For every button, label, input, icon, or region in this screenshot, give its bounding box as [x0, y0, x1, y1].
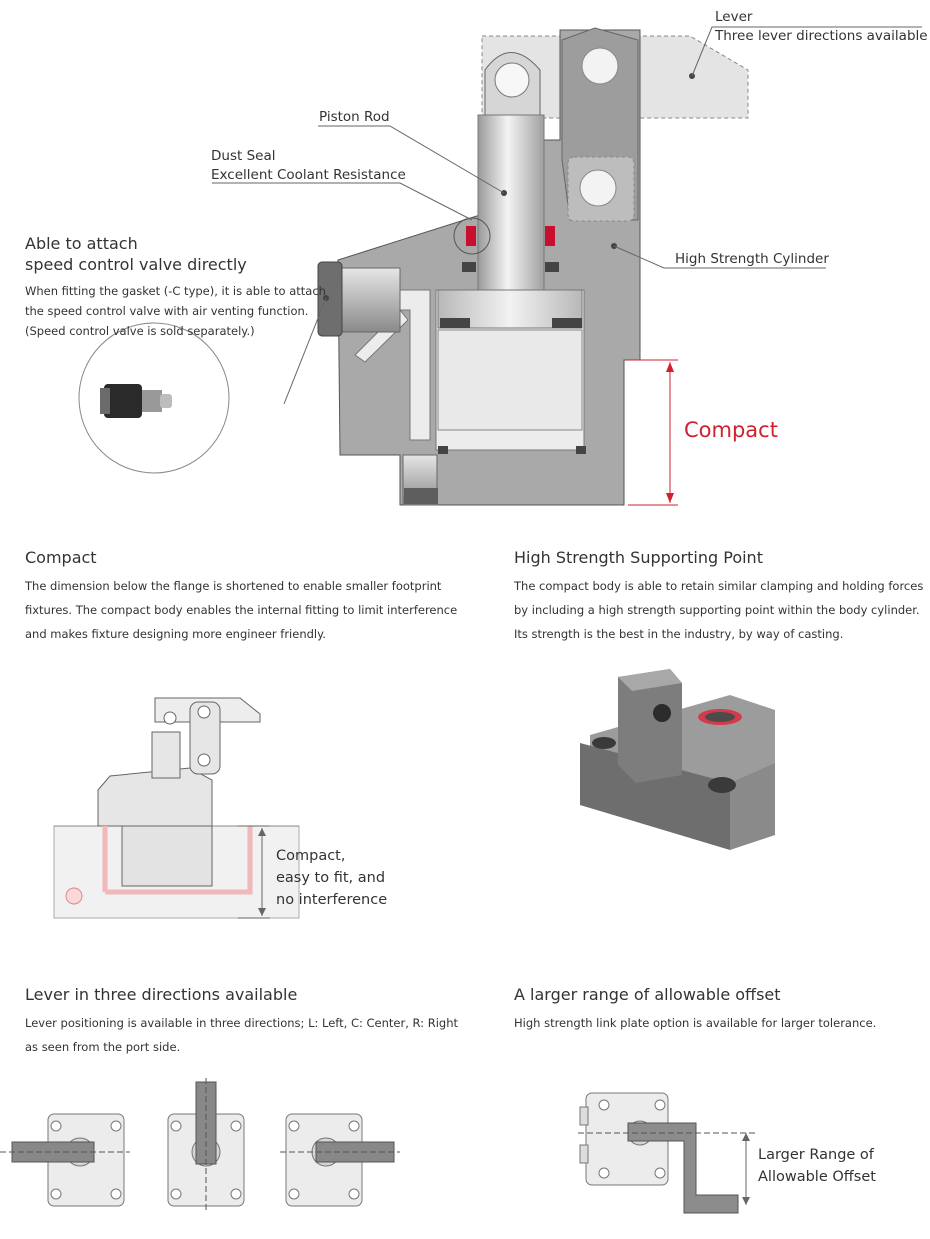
support-body-side — [730, 763, 775, 850]
valve-desc-2: the speed control valve with air venting… — [25, 304, 309, 318]
offset-bolt-1 — [598, 1099, 610, 1111]
compact-heading: Compact — [25, 548, 97, 567]
compact-label: Compact — [684, 418, 778, 442]
compact-diagram-label-3: no interference — [276, 892, 388, 908]
valve-fitting — [142, 390, 162, 412]
compact-diagram-label-1: Compact, — [276, 848, 346, 864]
offset-tab-bot — [579, 1144, 589, 1164]
piston-rod — [477, 114, 545, 306]
support-block-hole — [653, 704, 671, 722]
offset-label-1: Larger Range of — [758, 1147, 874, 1163]
rod-seal-left — [462, 262, 476, 272]
compact-fixture-diagram — [53, 697, 300, 919]
offset-dim-arrow-up — [742, 1133, 750, 1141]
compact-diagram-label-2: easy to fit, and — [276, 870, 386, 886]
support-line-1: The compact body is able to retain simil… — [514, 579, 924, 593]
offset-bolt-2 — [654, 1099, 666, 1111]
pink-passage — [105, 826, 253, 895]
mini-pin-2 — [197, 705, 211, 719]
valve-desc-1: When fitting the gasket (-C type), it is… — [25, 284, 326, 298]
support-hole-right — [708, 777, 736, 793]
offset-bolt-3 — [598, 1167, 610, 1179]
valve-body — [104, 384, 142, 418]
lever-right-view — [280, 1113, 400, 1207]
offset-link-plate — [627, 1122, 739, 1214]
lever-label: Lever — [715, 9, 753, 25]
support-heading: High Strength Supporting Point — [514, 548, 763, 567]
lever-sub-label: Three lever directions available — [715, 28, 928, 44]
lever-pin-lower — [579, 169, 617, 207]
dim-arrow-up — [666, 362, 674, 372]
body-below-flange — [121, 825, 213, 887]
high-strength-cylinder-label: High Strength Cylinder — [675, 251, 829, 267]
piston-lower — [437, 329, 583, 431]
oring-left — [438, 446, 448, 454]
offset-dim-arrow-down — [742, 1197, 750, 1205]
dim-arrow-down — [666, 493, 674, 503]
port-plug — [317, 261, 343, 337]
compact-dim-arrow-down — [258, 908, 266, 916]
lever-direction-diagrams — [0, 1078, 400, 1212]
offset-diagram — [578, 1092, 758, 1214]
rod-seal-right — [545, 262, 559, 272]
lever-center-view — [167, 1078, 245, 1212]
lever-pin-upper — [581, 47, 619, 85]
mini-pin-3 — [197, 753, 211, 767]
lever-line-2: as seen from the port side. — [25, 1040, 181, 1054]
valve-desc-3: (Speed control valve is sold separately.… — [25, 324, 255, 338]
dust-seal-right — [545, 226, 555, 246]
offset-bolt-4 — [654, 1167, 666, 1179]
support-block — [618, 669, 682, 783]
support-body-face — [580, 743, 730, 850]
oring-right — [576, 446, 586, 454]
compact-line-1: The dimension below the flange is shorte… — [25, 579, 442, 593]
cylinder-leader — [613, 245, 826, 269]
compact-line-3: and makes fixture designing more enginee… — [25, 627, 326, 641]
offset-tab-top — [579, 1106, 589, 1126]
dust-seal-leader — [212, 182, 473, 221]
offset-heading: A larger range of allowable offset — [514, 985, 781, 1004]
valve-leader — [283, 297, 327, 405]
piston-rod-label: Piston Rod — [319, 109, 390, 125]
offset-label-2: Allowable Offset — [758, 1169, 876, 1185]
valve-title-1: Able to attach — [25, 234, 138, 253]
rod-leader — [318, 125, 505, 194]
flange — [97, 767, 213, 827]
pink-port — [65, 887, 83, 905]
compact-dim-arrow-up — [258, 828, 266, 836]
support-bore — [705, 712, 735, 722]
mini-rod — [151, 731, 181, 779]
lever-left-view — [0, 1113, 130, 1207]
valve-title-2: speed control valve directly — [25, 255, 247, 274]
piston-seal-left — [440, 318, 470, 328]
lever-leader — [691, 26, 922, 77]
support-line-3: Its strength is the best in the industry… — [514, 627, 844, 641]
support-photo — [580, 669, 775, 850]
mini-link — [189, 701, 221, 775]
port-thread — [337, 267, 401, 333]
piston-seal-right — [552, 318, 582, 328]
cylinder-cross-section-diagram — [78, 26, 922, 506]
valve-nut — [100, 388, 110, 414]
offset-line-1: High strength link plate option is avail… — [514, 1016, 877, 1030]
lever-line-1: Lever positioning is available in three … — [25, 1016, 458, 1030]
dust-seal-left — [466, 226, 476, 246]
clevis-pin — [494, 62, 530, 98]
support-line-2: by including a high strength supporting … — [514, 603, 920, 617]
valve-tip — [160, 394, 172, 408]
dust-seal-highlight — [453, 217, 491, 255]
compact-line-2: fixtures. The compact body enables the i… — [25, 603, 458, 617]
lever-heading: Lever in three directions available — [25, 985, 298, 1004]
dust-seal-sub-label: Excellent Coolant Resistance — [211, 167, 406, 183]
support-block-top — [618, 669, 682, 691]
support-hole-left — [592, 737, 616, 749]
dust-seal-label: Dust Seal — [211, 148, 276, 164]
mini-pin-1 — [163, 711, 177, 725]
bolt-head — [404, 488, 438, 504]
